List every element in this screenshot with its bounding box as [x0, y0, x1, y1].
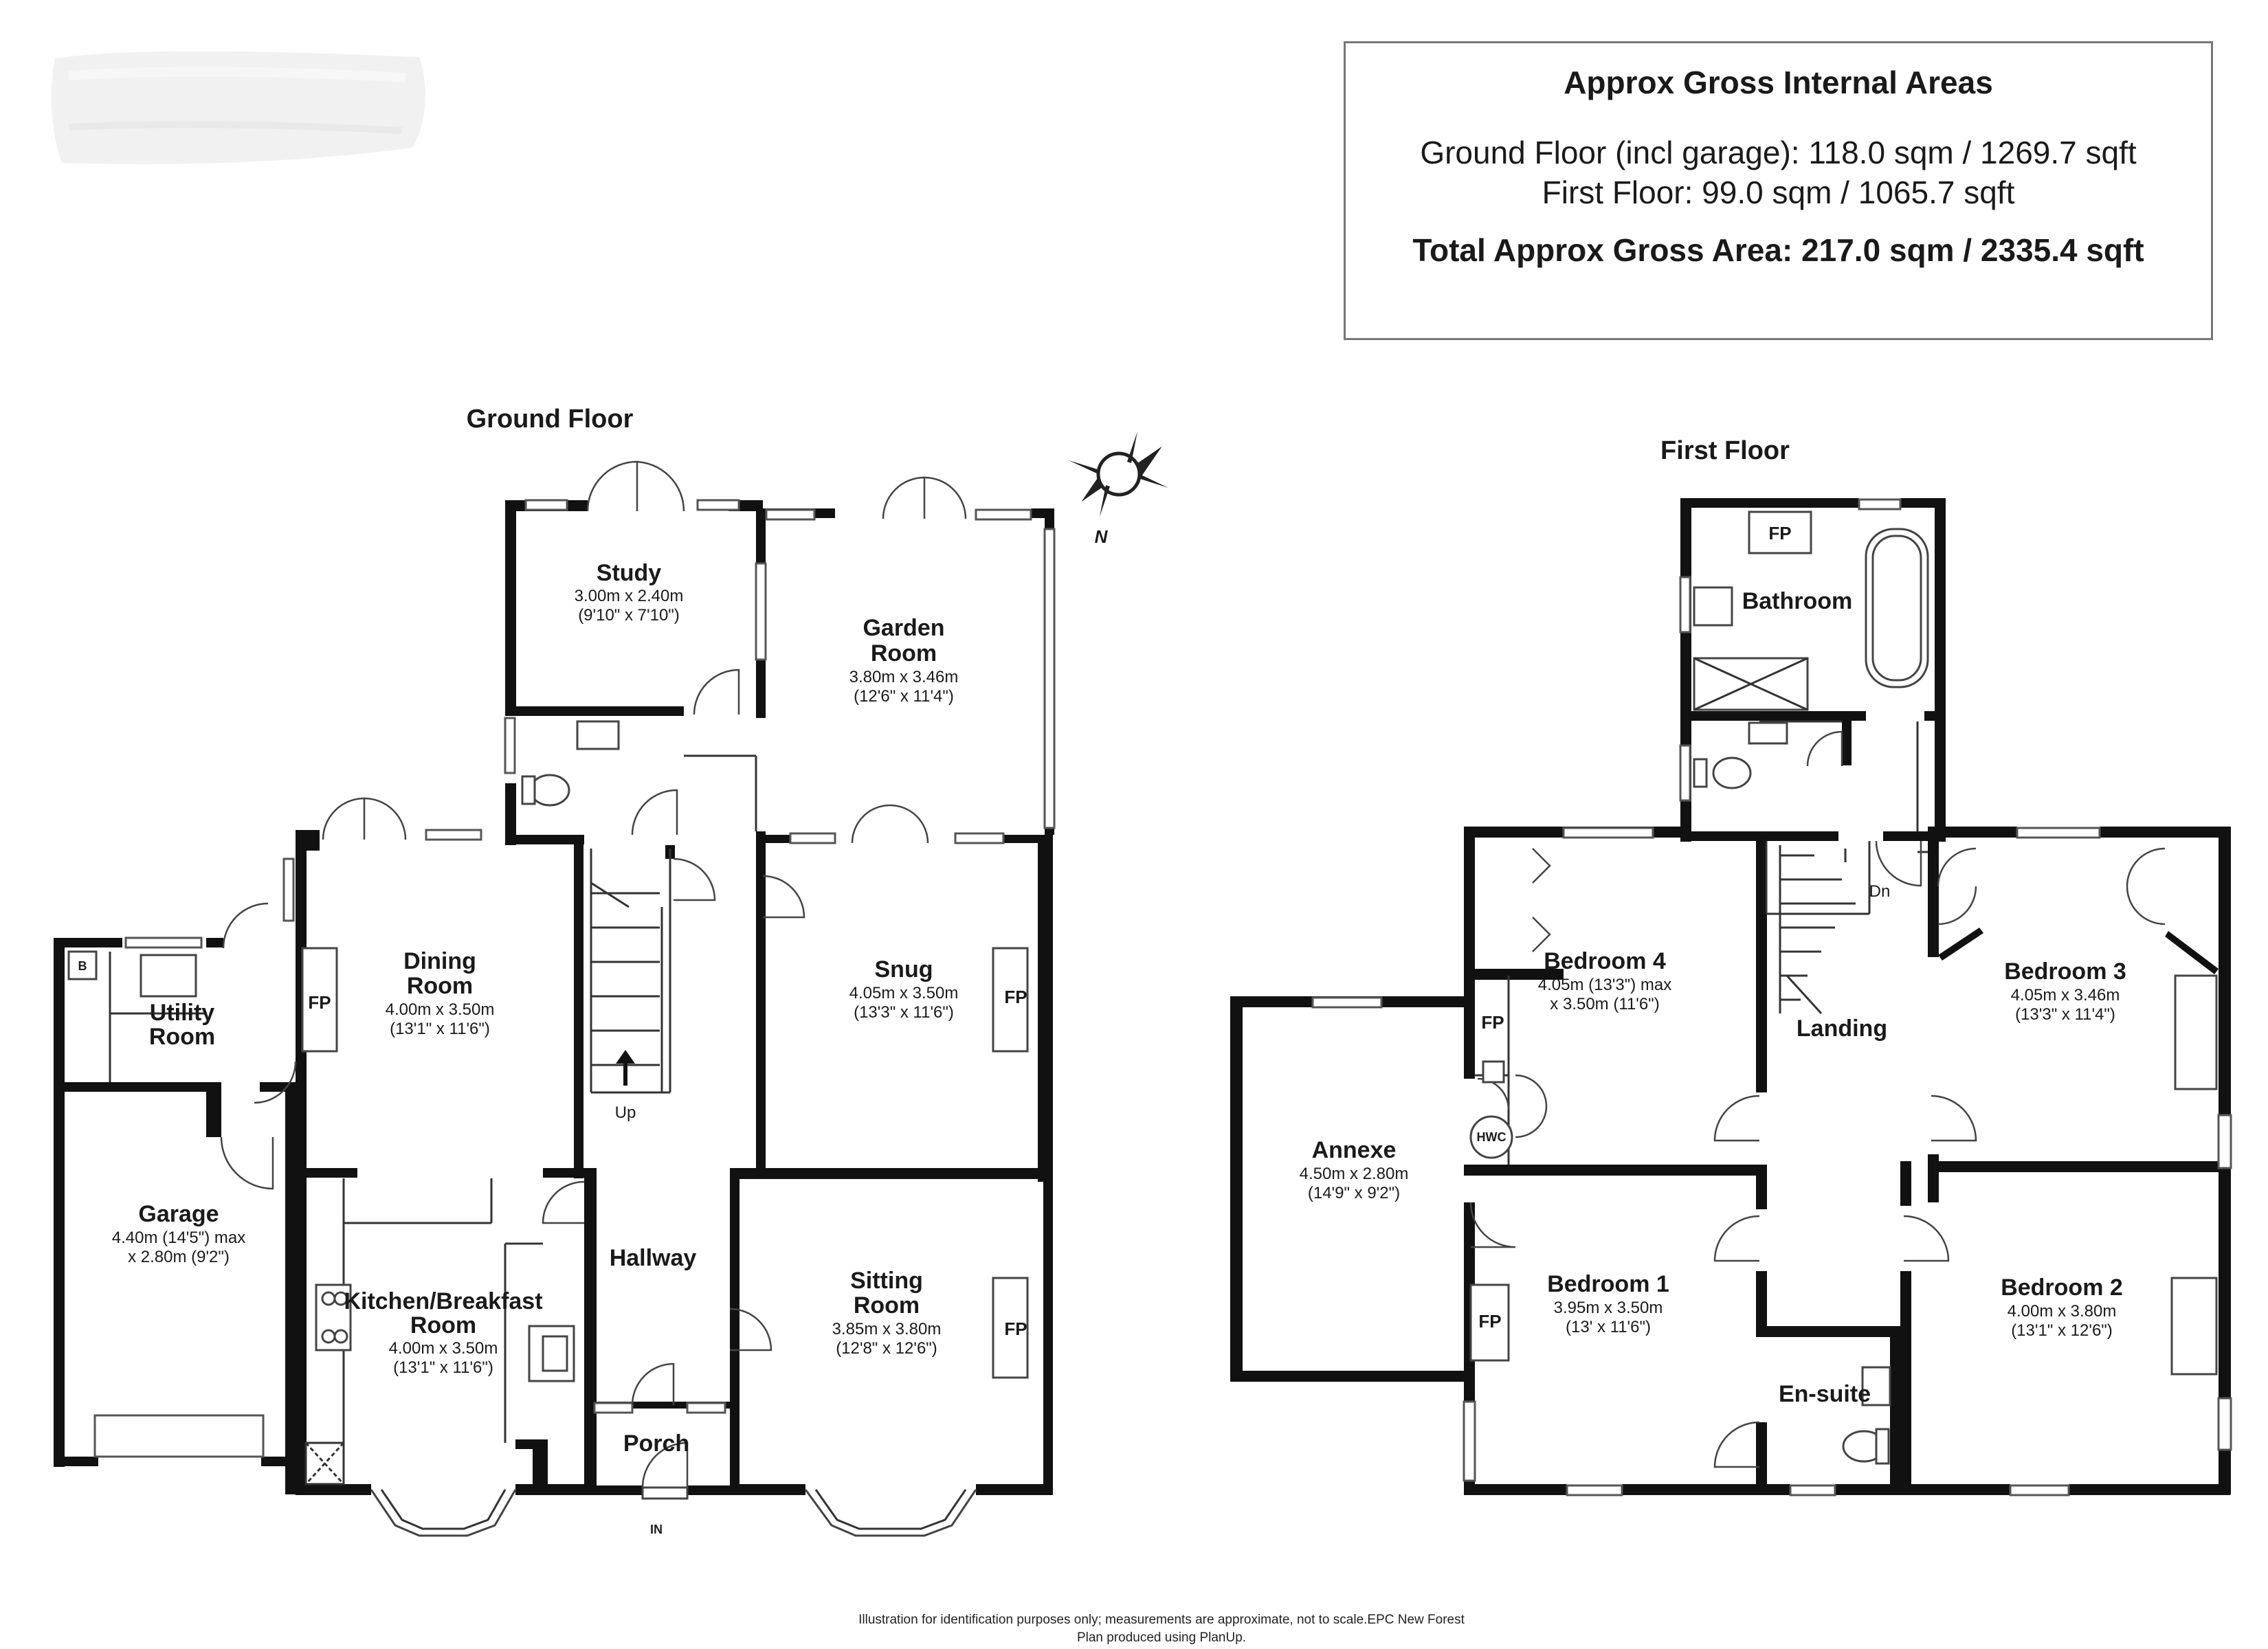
study-name: Study: [597, 560, 662, 586]
ground-floor-bay-windows: [370, 1486, 977, 1537]
disclaimer-line-1: Illustration for identification purposes…: [858, 1613, 1465, 1627]
stairs-up-label: Up: [615, 1103, 636, 1122]
snug-dims: 4.05m x 3.50m: [849, 984, 959, 1002]
dining-dims: 4.00m x 3.50m: [386, 1000, 495, 1019]
stairs-down-label: Dn: [1869, 882, 1891, 901]
cupboard-fp-label: FP: [1481, 1012, 1504, 1033]
first-floor-title: First Floor: [1660, 436, 1790, 465]
first-floor-labels: Bathroom Bedroom 4 4.05m (13'3") max x 3…: [1300, 523, 2126, 1407]
kitchen-dims: 4.00m x 3.50m: [389, 1339, 498, 1358]
ground-floor-fixtures: [67, 720, 1029, 1382]
plan-disclaimer: Illustration for identification purposes…: [722, 1611, 1601, 1647]
sitting-name-2: Room: [854, 1292, 920, 1319]
dining-fp-label: FP: [308, 992, 331, 1013]
first-floor-fixtures: [1469, 511, 2218, 1465]
sitting-dims: 3.85m x 3.80m: [832, 1320, 942, 1338]
ground-floor-title: Ground Floor: [467, 405, 634, 434]
annexe-dims: 4.50m x 2.80m: [1300, 1165, 1409, 1183]
landing-name: Landing: [1797, 1016, 1887, 1042]
bedroom1-name: Bedroom 1: [1547, 1271, 1669, 1297]
sitting-imperial: (12'8" x 12'6"): [836, 1339, 937, 1358]
areas-title: Approx Gross Internal Areas: [1564, 65, 1993, 100]
redacted-logo-smudge: [51, 51, 425, 164]
kitchen-imperial: (13'1" x 11'6"): [393, 1358, 493, 1377]
utility-name-1: Utility: [150, 1000, 215, 1026]
garage-dims: 4.40m (14'5") max: [112, 1229, 246, 1247]
garden-imperial: (12'6" x 11'4"): [854, 687, 954, 706]
compass-icon: [1069, 431, 1168, 517]
kitchen-name-1: Kitchen/Breakfast: [344, 1288, 542, 1314]
north-label: N: [1095, 526, 1109, 547]
utility-name-2: Room: [149, 1024, 215, 1050]
dining-name-2: Room: [407, 973, 473, 999]
hwc-label: HWC: [1477, 1130, 1507, 1144]
first-floor-doors: [1469, 730, 2166, 1468]
bedroom2-imperial: (13'1" x 12'6"): [2011, 1321, 2113, 1340]
kitchen-name-2: Room: [410, 1312, 476, 1338]
study-dims: 3.00m x 2.40m: [575, 587, 684, 605]
hallway-name: Hallway: [610, 1245, 697, 1271]
first-floor-thin-lines: [1474, 720, 1928, 1165]
first-floor-windows: [1311, 498, 2232, 1496]
annexe-imperial: (14'9" x 9'2"): [1308, 1184, 1400, 1202]
bathroom-fp-label: FP: [1768, 523, 1791, 543]
bedroom2-dims: 4.00m x 3.80m: [2008, 1302, 2117, 1321]
ground-floor-labels: Study 3.00m x 2.40m (9'10" x 7'10") Gard…: [78, 560, 1027, 1536]
hwc-door-mark: [1482, 1060, 1505, 1084]
boiler-box: [67, 950, 98, 980]
ground-floor-doors: [220, 460, 967, 1488]
area-summary-box: Approx Gross Internal Areas Ground Floor…: [1344, 41, 2213, 340]
annexe-name: Annexe: [1312, 1137, 1397, 1163]
ensuite-name: En-suite: [1779, 1381, 1871, 1407]
areas-total: Total Approx Gross Area: 217.0 sqm / 233…: [1412, 232, 2144, 268]
bedroom3-dims: 4.05m x 3.46m: [2011, 986, 2120, 1005]
areas-ground-floor: Ground Floor (incl garage): 118.0 sqm / …: [1420, 135, 2137, 170]
study-imperial: (9'10" x 7'10"): [578, 606, 680, 625]
ground-floor-windows: [93, 499, 1056, 1458]
dining-imperial: (13'1" x 11'6"): [390, 1020, 490, 1038]
bedroom1-imperial: (13' x 11'6"): [1566, 1318, 1651, 1336]
snug-imperial: (13'3" x 11'6"): [854, 1003, 954, 1022]
bedroom1-fp-label: FP: [1478, 1311, 1501, 1332]
garden-name-2: Room: [871, 640, 937, 666]
porch-name: Porch: [623, 1431, 689, 1457]
garage-imperial: x 2.80m (9'2"): [128, 1248, 230, 1266]
bedroom3-name: Bedroom 3: [2004, 958, 2126, 985]
dining-name-1: Dining: [403, 948, 476, 974]
snug-fp-label: FP: [1004, 987, 1027, 1007]
boiler-label: B: [78, 959, 87, 973]
hwc-cylinder: [1469, 1115, 1513, 1159]
bedroom4-name: Bedroom 4: [1544, 948, 1666, 974]
floor-plan-drawing: Ground Floor: [54, 405, 2232, 1537]
garden-name-1: Garden: [863, 615, 944, 641]
bedroom4-imperial: x 3.50m (11'6"): [1550, 995, 1659, 1013]
entrance-label: IN: [650, 1523, 663, 1536]
sitting-fp-label: FP: [1004, 1319, 1027, 1339]
bedroom4-dims: 4.05m (13'3") max: [1538, 976, 1672, 994]
disclaimer-line-2: Plan produced using PlanUp.: [1076, 1630, 1247, 1645]
stair-up-arrow: [616, 1050, 635, 1086]
snug-name: Snug: [875, 956, 933, 983]
garage-name: Garage: [138, 1201, 219, 1227]
bathroom-name: Bathroom: [1742, 588, 1853, 614]
sitting-name-1: Sitting: [850, 1268, 923, 1294]
garden-dims: 3.80m x 3.46m: [849, 668, 959, 686]
bedroom1-dims: 3.95m x 3.50m: [1554, 1299, 1663, 1317]
areas-first-floor: First Floor: 99.0 sqm / 1065.7 sqft: [1542, 175, 2015, 210]
bedroom2-name: Bedroom 2: [2001, 1275, 2123, 1301]
bedroom3-imperial: (13'3" x 11'4"): [2015, 1005, 2115, 1024]
